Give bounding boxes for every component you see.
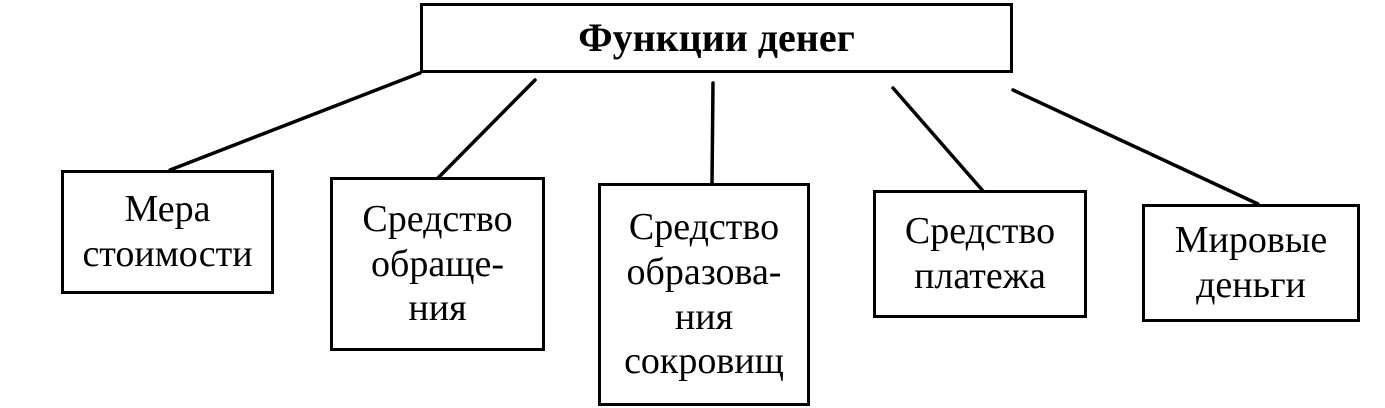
node-label: Средство платежа [904,210,1056,297]
connector-line [891,86,985,193]
node-label: Средство образова- ния сокровищ [624,205,784,383]
root-node-label: Функции денег [578,15,855,61]
connector-line [1011,88,1260,206]
connector-line [710,81,715,186]
node-label: Мировые деньги [1174,219,1328,306]
node-medium-of-exchange: Средство обраще- ния [330,177,545,351]
node-store-of-value: Средство образова- ния сокровищ [598,183,810,406]
root-node: Функции денег [420,3,1013,73]
node-world-money: Мировые деньги [1142,204,1360,322]
connector-line [436,78,537,180]
node-measure-of-value: Мера стоимости [61,170,274,294]
node-means-of-payment: Средство платежа [873,190,1087,318]
node-label: Средство обраще- ния [362,197,513,330]
node-label: Мера стоимости [82,188,253,275]
connector-line [168,71,422,172]
